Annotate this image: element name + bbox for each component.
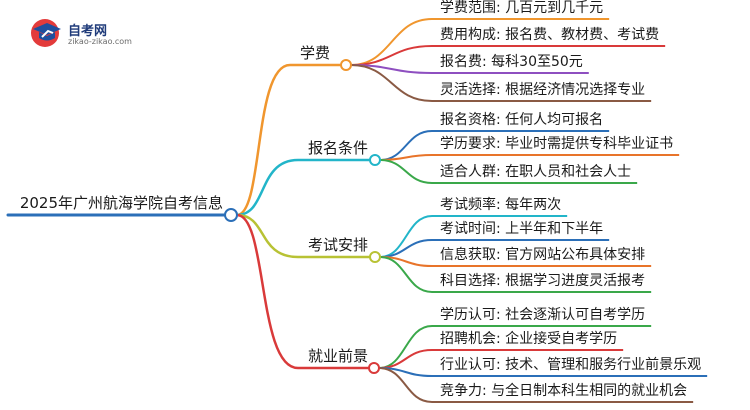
branch-label: 学费 xyxy=(300,44,331,62)
leaf-label: 学历认可: 社会逐渐认可自考学历 xyxy=(440,307,646,323)
leaf-connector xyxy=(379,154,433,161)
leaf-connector xyxy=(379,215,433,258)
site-logo[interactable]: 自考网 zikao-zikao.com xyxy=(28,16,138,50)
leaf-label: 灵活选择: 根据经济情况选择专业 xyxy=(440,82,646,98)
leaf-connector xyxy=(379,256,433,293)
leaf-label: 考试时间: 上半年和下半年 xyxy=(440,221,604,237)
branch-label: 考试安排 xyxy=(308,236,369,254)
leaf-connector xyxy=(378,349,433,369)
branch-label: 就业前景 xyxy=(308,347,369,365)
branch-connector xyxy=(236,158,299,217)
leaf-label: 科目选择: 根据学习进度灵活报考 xyxy=(440,273,646,289)
leaf-connector xyxy=(350,18,433,66)
logo-url: zikao-zikao.com xyxy=(68,37,132,46)
branch-node xyxy=(340,59,352,71)
leaf-label: 信息获取: 官方网站公布具体安排 xyxy=(440,247,646,263)
leaf-label: 学历要求: 毕业时需提供专科毕业证书 xyxy=(440,136,674,152)
leaf-connector xyxy=(379,239,433,258)
root-label: 2025年广州航海学院自考信息 xyxy=(19,194,223,212)
leaf-connector xyxy=(350,64,433,102)
leaf-label: 竞争力: 与全日制本科生相同的就业机会 xyxy=(440,383,688,399)
leaf-label: 报名资格: 任何人均可报名 xyxy=(440,112,604,128)
leaf-label: 考试频率: 每年两次 xyxy=(440,197,562,213)
leaf-label: 费用构成: 报名费、教材费、考试费 xyxy=(440,27,660,43)
branch-node xyxy=(369,251,381,263)
branch-connector xyxy=(236,213,299,370)
leaf-label: 行业认可: 技术、管理和服务行业前景乐观 xyxy=(440,357,702,373)
root-node xyxy=(224,208,238,222)
leaf-label: 报名费: 每科30至50元 xyxy=(440,54,583,70)
branch-connector xyxy=(236,213,299,259)
branch-connector xyxy=(236,63,291,217)
graduation-cap-icon xyxy=(31,19,61,47)
leaf-label: 学费范围: 几百元到几千元 xyxy=(440,0,604,16)
logo-name: 自考网 xyxy=(68,24,108,39)
leaf-label: 适合人群: 在职人员和社会人士 xyxy=(440,164,632,180)
leaf-connector xyxy=(350,45,433,66)
leaf-connector xyxy=(378,325,433,369)
leaf-connector xyxy=(378,367,433,403)
leaf-connector xyxy=(379,159,433,184)
branch-node xyxy=(368,362,380,374)
branch-node xyxy=(369,154,381,166)
branch-label: 报名条件 xyxy=(308,139,369,157)
leaf-label: 招聘机会: 企业接受自考学历 xyxy=(440,331,618,347)
